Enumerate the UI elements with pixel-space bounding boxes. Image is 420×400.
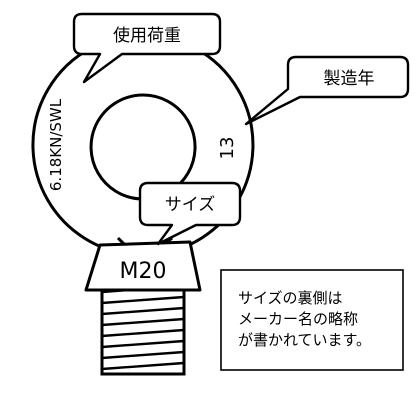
maker-note-line-1: サイズの裏側は [238, 289, 343, 307]
maker-note: サイズの裏側は メーカー名の略称 が書かれています。 [220, 269, 404, 371]
size-callout: サイズ [138, 181, 242, 246]
load-rating-marking: 6.18KN/SWL [47, 98, 65, 191]
load-rating-callout-bubble [72, 12, 222, 84]
load-rating-callout: 使用荷重 [72, 12, 222, 84]
manufacture-year-callout-label: 製造年 [324, 69, 375, 89]
size-callout-label: サイズ [165, 195, 216, 215]
manufacture-year-callout: 製造年 [244, 55, 410, 126]
year-marking: 13 [217, 137, 238, 160]
size-callout-bubble [138, 181, 242, 246]
load-rating-callout-label: 使用荷重 [113, 25, 181, 46]
maker-note-line-2: メーカー名の略称 [238, 310, 358, 328]
manufacture-year-callout-bubble [244, 55, 410, 126]
maker-note-box [220, 269, 404, 371]
maker-note-line-3: が書かれています。 [238, 331, 371, 349]
size-marking: M20 [120, 259, 167, 284]
